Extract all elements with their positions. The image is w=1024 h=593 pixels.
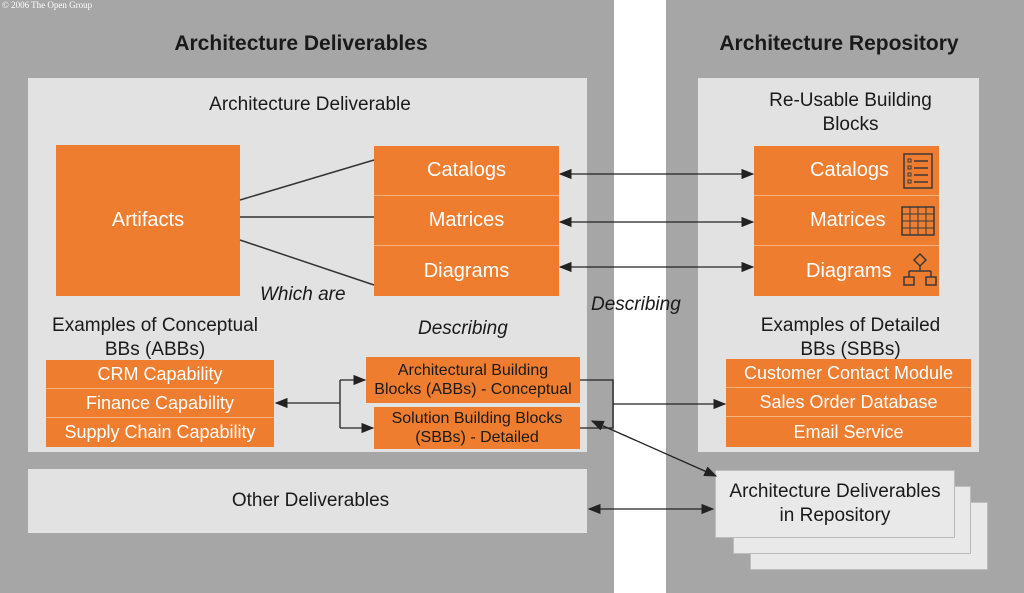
- building-blocks-stack: Catalogs Matrices Diagrams: [754, 146, 939, 296]
- reusable-building-blocks-title: Re-Usable Building Blocks: [769, 90, 932, 135]
- list-icon: [903, 153, 933, 189]
- copyright-text: © 2006 The Open Group: [2, 0, 93, 10]
- building-block-catalogs: Catalogs: [754, 146, 939, 196]
- artifact-type-catalogs: Catalogs: [374, 146, 559, 196]
- artifact-type-diagrams: Diagrams: [374, 246, 559, 296]
- describing-label-center: Describing: [591, 294, 681, 315]
- sbb-example-item: Customer Contact Module: [726, 359, 971, 388]
- building-block-diagrams: Diagrams: [754, 246, 939, 296]
- which-are-label: Which are: [260, 284, 346, 305]
- other-deliverables-label: Other Deliverables: [231, 490, 390, 511]
- artifact-type-matrices: Matrices: [374, 196, 559, 246]
- building-block-matrices: Matrices: [754, 196, 939, 246]
- flowchart-icon: [903, 253, 937, 286]
- abb-example-item: Finance Capability: [46, 389, 274, 418]
- artifact-line-diagrams: [239, 239, 375, 286]
- grid-icon: [901, 206, 935, 236]
- repo-deliverables-box: Architecture Deliverables in Repository: [715, 470, 955, 538]
- abb-example-item: CRM Capability: [46, 360, 274, 389]
- sbb-example-item: Email Service: [726, 417, 971, 447]
- abb-examples-list: CRM Capability Finance Capability Supply…: [46, 360, 274, 447]
- abb-example-item: Supply Chain Capability: [46, 418, 274, 447]
- abb-examples-title: Examples of Conceptual BBs (ABBs): [52, 315, 258, 360]
- artifacts-box: Artifacts: [56, 145, 240, 296]
- artifact-types-stack: Catalogs Matrices Diagrams: [374, 146, 559, 296]
- arrow-sbb-to-repository: [590, 420, 718, 477]
- sbb-examples-list: Customer Contact Module Sales Order Data…: [726, 359, 971, 447]
- artifact-line-catalogs: [239, 159, 375, 201]
- sbb-example-item: Sales Order Database: [726, 388, 971, 417]
- artifacts-label: Artifacts: [111, 209, 185, 231]
- sbb-box: Solution Building Blocks (SBBs) - Detail…: [374, 407, 580, 449]
- abb-box: Architectural Building Blocks (ABBs) - C…: [366, 357, 580, 403]
- sbb-examples-title: Examples of Detailed BBs (SBBs): [760, 315, 941, 360]
- bracket-right: [580, 379, 614, 429]
- left-panel-title: Architecture Deliverables: [174, 32, 428, 55]
- other-deliverables-box: [28, 469, 587, 533]
- right-panel-title: Architecture Repository: [719, 32, 959, 55]
- describing-label-left: Describing: [418, 318, 508, 339]
- architecture-deliverable-title: Architecture Deliverable: [209, 94, 411, 115]
